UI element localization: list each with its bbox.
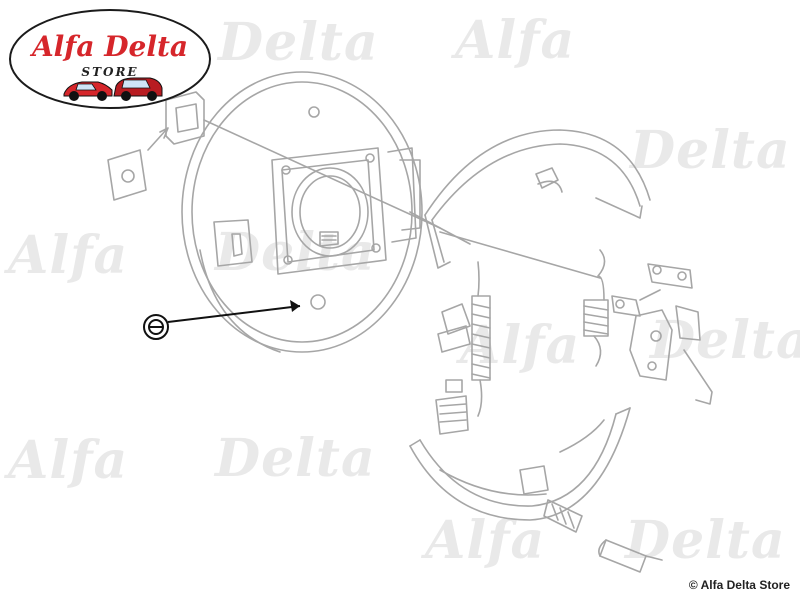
return-spring-left bbox=[471, 261, 491, 417]
watermark-text: Alfa bbox=[8, 430, 129, 491]
watermark-text: Alfa bbox=[8, 225, 129, 286]
adjuster bbox=[611, 263, 713, 405]
brake-backing-plate bbox=[181, 71, 423, 353]
watermark-text: Delta bbox=[625, 510, 786, 571]
hold-down-spring bbox=[543, 499, 583, 533]
highlighted-plug bbox=[143, 300, 301, 340]
hold-down-pin bbox=[598, 539, 663, 573]
watermark-text: Delta bbox=[650, 310, 800, 371]
logo-badge: Alfa Delta STORE bbox=[9, 9, 211, 109]
watermark-text: Alfa bbox=[455, 10, 576, 71]
watermark-text: Delta bbox=[630, 120, 791, 181]
return-spring-right bbox=[583, 249, 609, 367]
logo-brand-name: Alfa Delta bbox=[29, 30, 188, 63]
car-icon bbox=[63, 81, 113, 101]
watermark-text: Delta bbox=[215, 428, 376, 489]
alfa-delta-store-logo: Alfa Delta STORE bbox=[8, 8, 212, 110]
rubber-mount-block bbox=[107, 91, 205, 201]
copyright-notice: © Alfa Delta Store bbox=[688, 578, 790, 592]
logo-brand-sub: STORE bbox=[81, 65, 138, 79]
brake-shoe-lower bbox=[409, 407, 631, 521]
brake-shoe-upper bbox=[424, 129, 651, 269]
watermark-text: Delta bbox=[218, 12, 379, 73]
handbrake-cable bbox=[203, 119, 601, 279]
car-icon bbox=[113, 77, 163, 101]
wheel-cylinder bbox=[435, 303, 471, 435]
